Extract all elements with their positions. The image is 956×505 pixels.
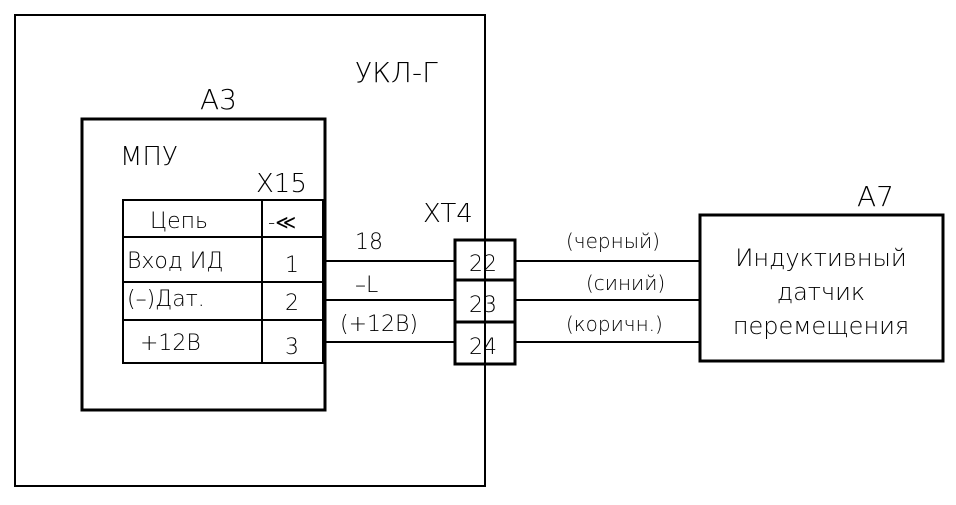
module-name: МПУ bbox=[120, 142, 178, 172]
terminal-number: 22 bbox=[469, 252, 497, 277]
connector-table bbox=[122, 199, 324, 364]
wire-label: (+12В) bbox=[340, 312, 418, 337]
terminal-block-ref: XT4 bbox=[423, 199, 473, 229]
connector-row-pin: 3 bbox=[285, 335, 299, 360]
connector-row-circuit: (–)Дат. bbox=[127, 287, 205, 312]
module-ref: А3 bbox=[200, 83, 237, 116]
connector-ref: X15 bbox=[256, 169, 307, 199]
connector-row-pin: 2 bbox=[285, 291, 299, 316]
connector-row-circuit: Вход ИД bbox=[127, 249, 223, 274]
wire-label: 18 bbox=[355, 230, 383, 255]
sensor-line: перемещения bbox=[733, 312, 909, 340]
terminal-number: 23 bbox=[469, 293, 497, 318]
sensor-ref: А7 bbox=[857, 180, 894, 213]
wire-label: –L bbox=[355, 273, 378, 298]
connector-row-pin: 1 bbox=[285, 253, 299, 278]
terminal-number: 24 bbox=[469, 335, 497, 360]
connector-header-circuit: Цепь bbox=[150, 209, 208, 234]
unit-enclosure bbox=[14, 14, 486, 487]
sensor-line: Индуктивный bbox=[735, 244, 906, 272]
sensor-line: датчик bbox=[777, 278, 865, 306]
cable-label: (коричн.) bbox=[566, 312, 663, 336]
sensor-box bbox=[698, 213, 945, 363]
cable-label: (синий) bbox=[586, 271, 665, 295]
unit-label: УКЛ-Г bbox=[355, 56, 438, 89]
connector-row-circuit: +12В bbox=[140, 331, 201, 356]
module-box bbox=[80, 117, 327, 412]
cable-label: (черный) bbox=[566, 229, 660, 253]
connector-header-symbol: -≪ bbox=[268, 210, 296, 234]
